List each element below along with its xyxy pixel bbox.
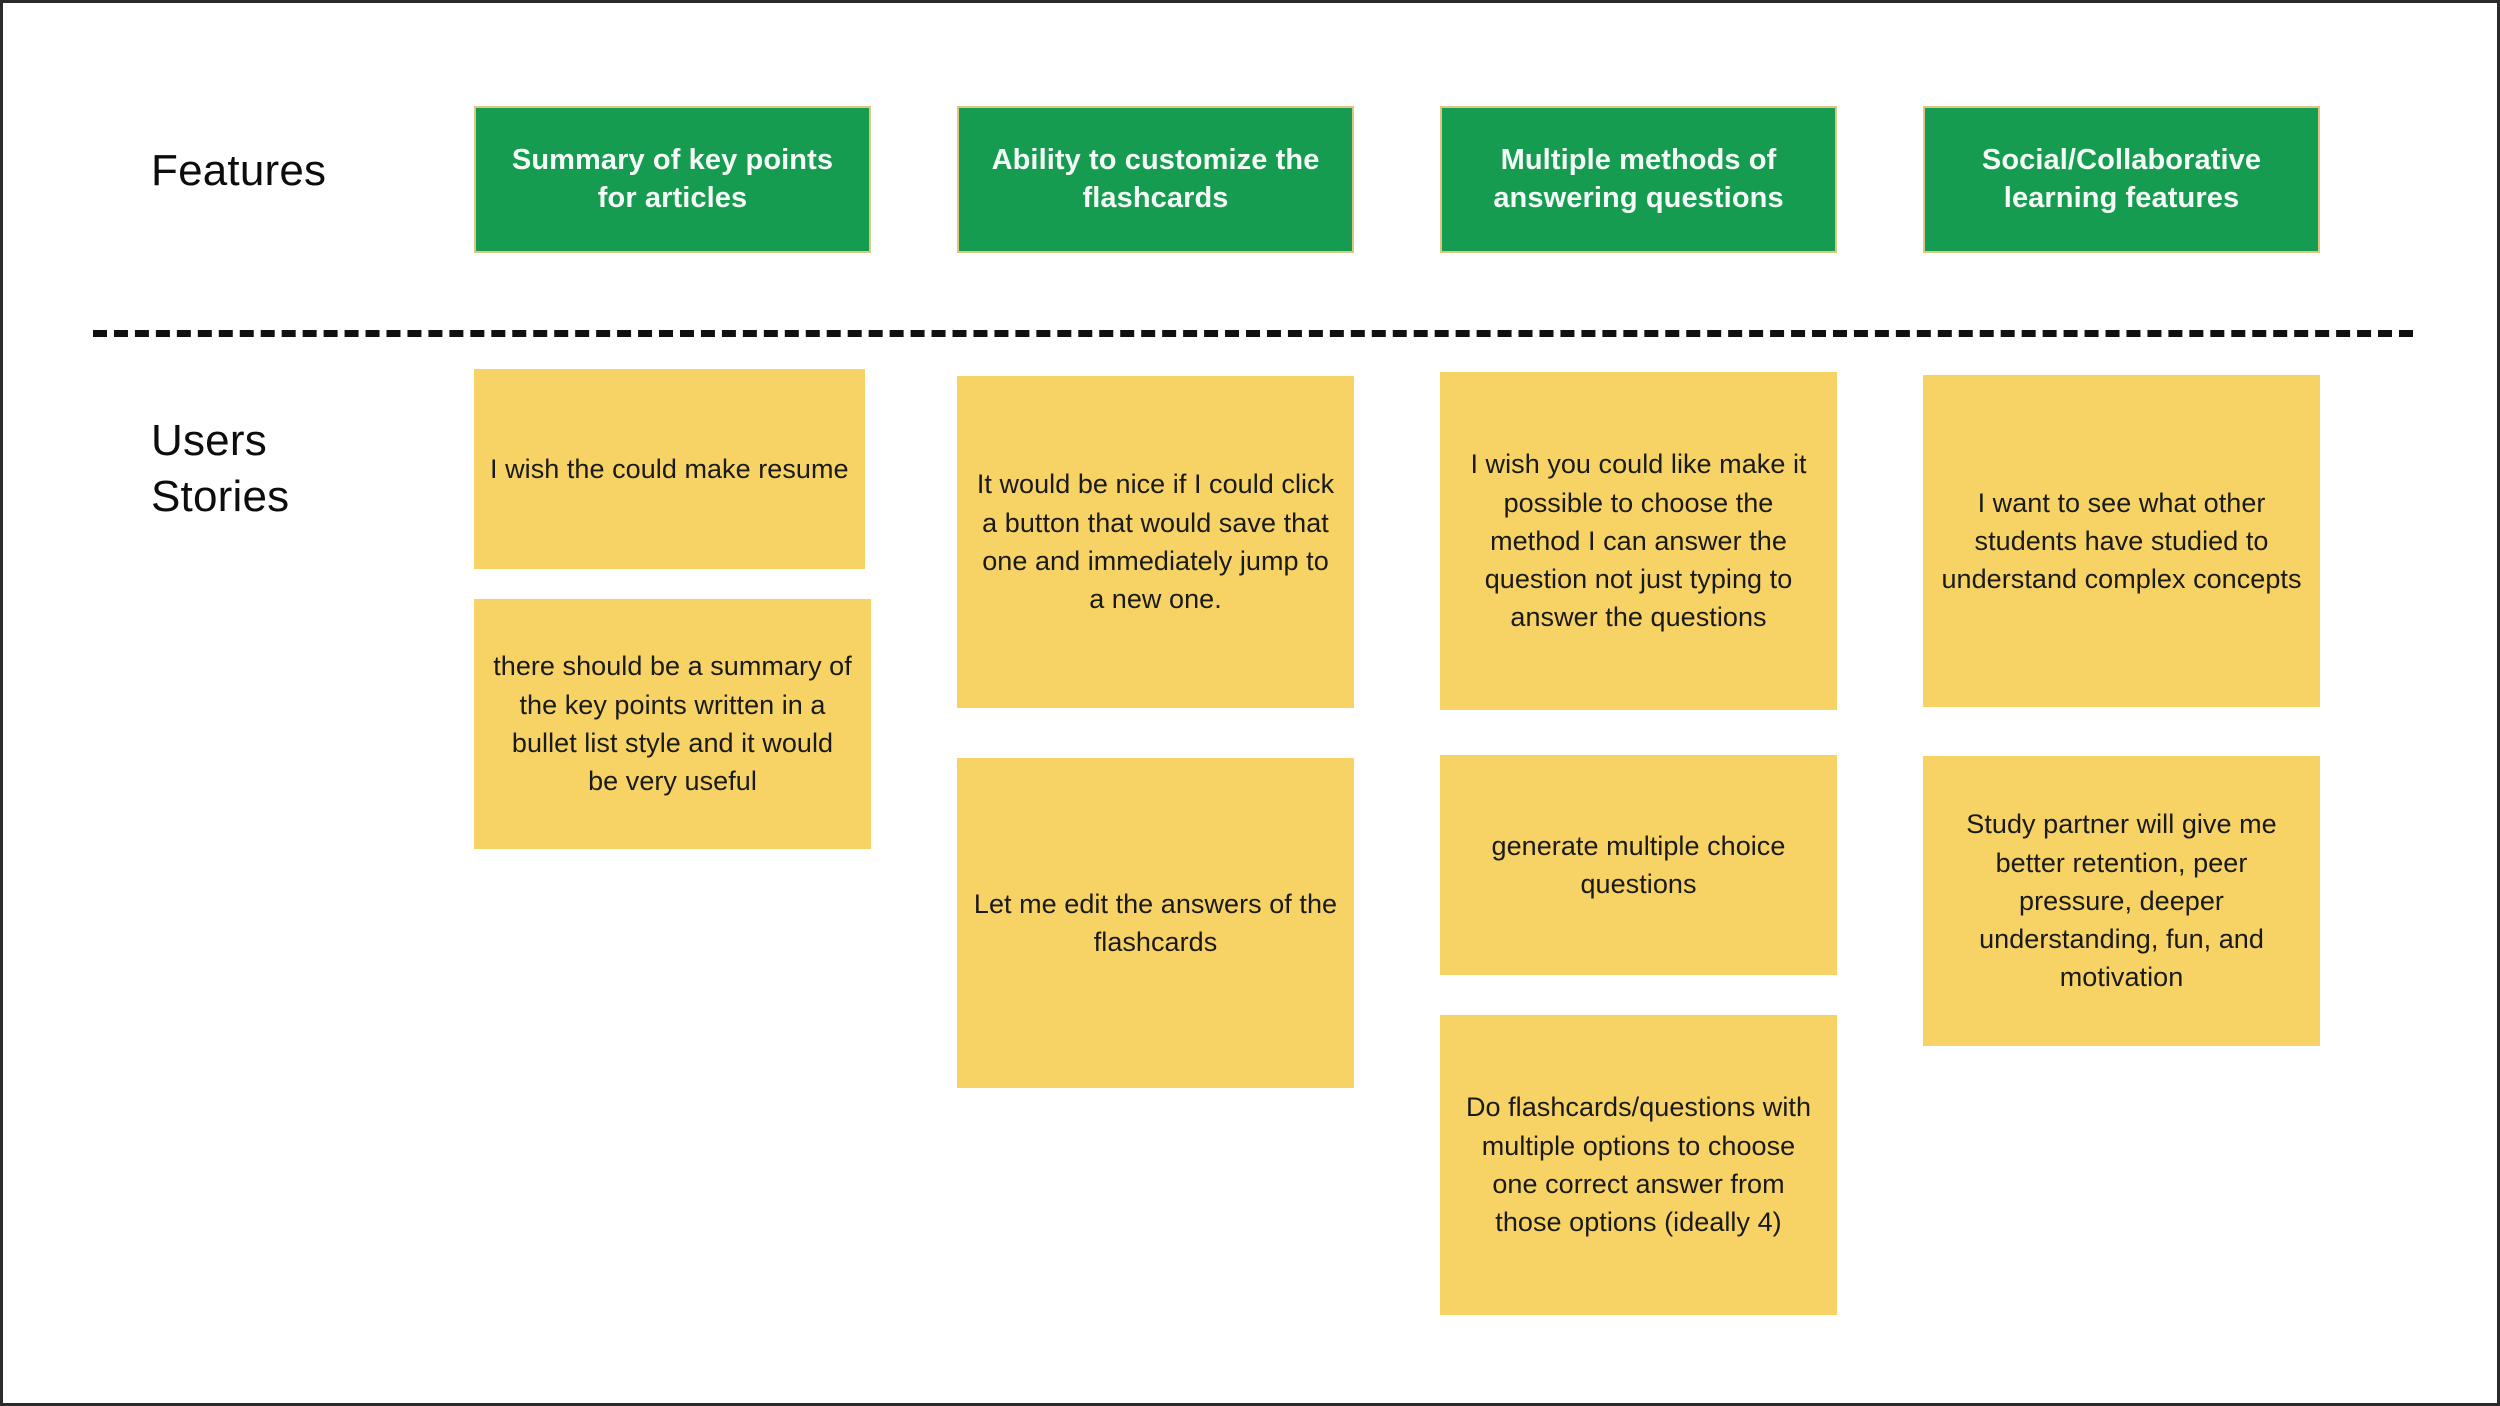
feature-header-card[interactable]: Multiple methods of answering questions	[1440, 106, 1837, 253]
user-story-card[interactable]: Study partner will give me better retent…	[1923, 756, 2320, 1046]
user-story-card[interactable]: I wish you could like make it possible t…	[1440, 372, 1837, 710]
user-story-card[interactable]: It would be nice if I could click a butt…	[957, 376, 1354, 708]
section-divider	[93, 330, 2413, 337]
user-story-text: generate multiple choice questions	[1491, 830, 1793, 899]
user-story-card[interactable]: Let me edit the answers of the flashcard…	[957, 758, 1354, 1088]
user-story-card[interactable]: generate multiple choice questions	[1440, 755, 1837, 975]
user-story-card[interactable]: I wish the could make resume	[474, 369, 865, 569]
row-label-features: Features	[151, 146, 327, 195]
user-story-text: I wish you could like make it possible t…	[1470, 449, 1815, 633]
user-story-card[interactable]: Do flashcards/questions with multiple op…	[1440, 1015, 1837, 1315]
feature-header-label: Ability to customize the flashcards	[991, 144, 1320, 214]
user-story-text: there should be a summary of the key poi…	[493, 651, 860, 797]
user-story-text: Study partner will give me better retent…	[1966, 809, 2285, 993]
feature-header-label: Social/Collaborative learning features	[1981, 144, 2262, 214]
feature-header-card[interactable]: Social/Collaborative learning features	[1923, 106, 2320, 253]
user-story-text: I want to see what other students have s…	[1941, 487, 2302, 595]
feature-column: Multiple methods of answering questions …	[1440, 3, 1837, 1403]
feature-header-card[interactable]: Ability to customize the flashcards	[957, 106, 1354, 253]
user-story-text: Do flashcards/questions with multiple op…	[1465, 1092, 1819, 1238]
row-label-user-stories: Users Stories	[151, 416, 290, 522]
feature-header-label: Summary of key points for articles	[511, 144, 834, 214]
feature-column: Summary of key points for articles I wis…	[474, 3, 871, 1403]
user-story-card[interactable]: I want to see what other students have s…	[1923, 375, 2320, 707]
feature-column: Ability to customize the flashcards It w…	[957, 3, 1354, 1403]
feature-header-label: Multiple methods of answering questions	[1493, 144, 1784, 214]
feature-header-card[interactable]: Summary of key points for articles	[474, 106, 871, 253]
user-story-text: It would be nice if I could click a butt…	[976, 469, 1342, 615]
user-story-card[interactable]: there should be a summary of the key poi…	[474, 599, 871, 849]
user-story-text: Let me edit the answers of the flashcard…	[973, 888, 1345, 957]
user-story-text: I wish the could make resume	[490, 453, 849, 484]
feature-column: Social/Collaborative learning features I…	[1923, 3, 2320, 1403]
